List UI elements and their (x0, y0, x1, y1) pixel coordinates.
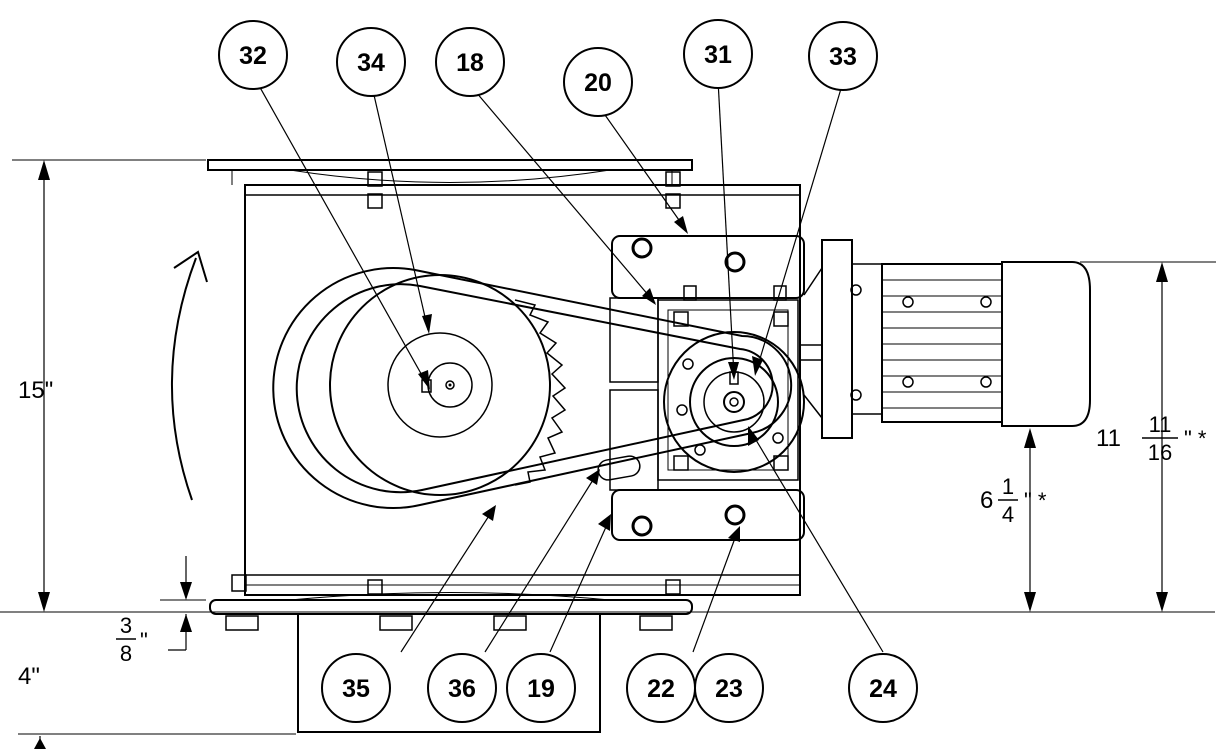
balloon-23: 23 (694, 653, 764, 723)
balloon-33-label: 33 (829, 43, 857, 71)
balloon-34: 34 (336, 27, 406, 97)
balloon-20-label: 20 (584, 69, 612, 97)
balloon-31: 31 (683, 19, 753, 89)
balloon-32: 32 (218, 20, 288, 90)
dim-motor-height-unit: " * (1184, 426, 1207, 451)
balloon-18: 18 (435, 27, 505, 97)
motor (800, 239, 1091, 439)
balloon-31-label: 31 (704, 41, 732, 69)
dim-plate-thickness-denominator: 8 (120, 641, 132, 666)
balloon-35: 35 (321, 653, 391, 723)
gearbox (609, 235, 805, 541)
balloon-34-label: 34 (357, 49, 385, 77)
dim-plate-thickness-numerator: 3 (120, 613, 132, 638)
leader-lines (252, 74, 884, 653)
balloon-23-label: 23 (715, 675, 743, 703)
dim-motor-height: 11 11 16 " * (1096, 412, 1207, 465)
balloon-22: 22 (626, 653, 696, 723)
balloon-32-label: 32 (239, 42, 267, 70)
balloon-33: 33 (808, 21, 878, 91)
dim-motor-axis-numerator: 1 (1002, 474, 1014, 499)
dim-plate-thickness-unit: " (140, 628, 148, 653)
dim-motor-height-numerator: 11 (1149, 412, 1172, 437)
balloon-18-label: 18 (456, 49, 484, 77)
balloon-36-label: 36 (448, 675, 476, 703)
dimension-lines (0, 159, 1216, 749)
balloon-19: 19 (506, 653, 576, 723)
dim-plate-thickness: 3 8 " (116, 613, 148, 666)
dim-motor-axis-denominator: 4 (1002, 502, 1014, 527)
balloon-35-label: 35 (342, 675, 370, 703)
bottom-flange (209, 574, 693, 733)
balloon-24-label: 24 (869, 675, 897, 703)
dim-motor-axis-unit: " * (1024, 488, 1047, 513)
balloon-22-label: 22 (647, 675, 675, 703)
dim-base-height: 4" (18, 663, 40, 690)
balloon-19-label: 19 (527, 675, 555, 703)
balloon-36: 36 (427, 653, 497, 723)
dim-motor-axis: 6 1 4 " * (980, 474, 1047, 527)
rotation-arrow (171, 250, 208, 501)
balloon-24: 24 (848, 653, 918, 723)
dim-motor-height-whole: 11 (1096, 425, 1121, 452)
dim-motor-axis-whole: 6 (980, 487, 993, 514)
dim-motor-height-denominator: 16 (1148, 440, 1172, 465)
balloon-20: 20 (563, 47, 633, 117)
housing-body (244, 184, 801, 596)
dim-overall-height: 15" (18, 377, 53, 404)
